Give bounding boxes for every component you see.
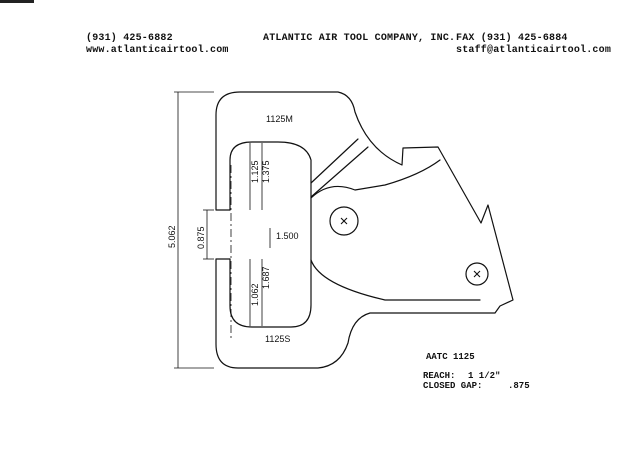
phone-number: (931) 425-6882 — [86, 33, 173, 44]
website-url[interactable]: www.atlanticairtool.com — [86, 45, 229, 56]
lower-jaw-label: 1125S — [265, 334, 291, 344]
lower-pivot-circle — [465, 262, 489, 286]
height-dimension: 5.062 — [167, 225, 177, 248]
jaw-throat — [229, 141, 312, 328]
throat-dimension: 1.500 — [276, 231, 299, 241]
lower-inner-dimension: 1.062 — [250, 283, 260, 306]
gap-dimension: 0.875 — [196, 226, 206, 249]
upper-jaw-label: 1125M — [266, 114, 293, 124]
arm-boundary — [310, 159, 441, 199]
scan-edge-mark — [0, 0, 34, 3]
upper-inner-dimension: 1.125 — [250, 160, 260, 183]
upper-outer-dimension: 1.375 — [261, 160, 271, 183]
reach-value: 1 1/2" — [468, 371, 501, 381]
lower-outer-dimension: 1.687 — [261, 266, 271, 289]
fax-number: FAX (931) 425-6884 — [456, 33, 568, 44]
closed-gap-value: .875 — [508, 381, 530, 391]
jaw-outline — [215, 91, 514, 369]
strut-line-upper — [310, 138, 359, 184]
lower-arm-edge — [310, 259, 481, 301]
company-name: ATLANTIC AIR TOOL COMPANY, INC. — [263, 33, 456, 44]
strut-line-lower — [310, 146, 369, 198]
model-number: AATC 1125 — [426, 352, 475, 362]
upper-pivot-circle — [329, 206, 359, 236]
reach-label: REACH: — [423, 371, 456, 381]
email-address[interactable]: staff@atlanticairtool.com — [456, 45, 612, 56]
closed-gap-label: CLOSED GAP: — [423, 381, 483, 391]
